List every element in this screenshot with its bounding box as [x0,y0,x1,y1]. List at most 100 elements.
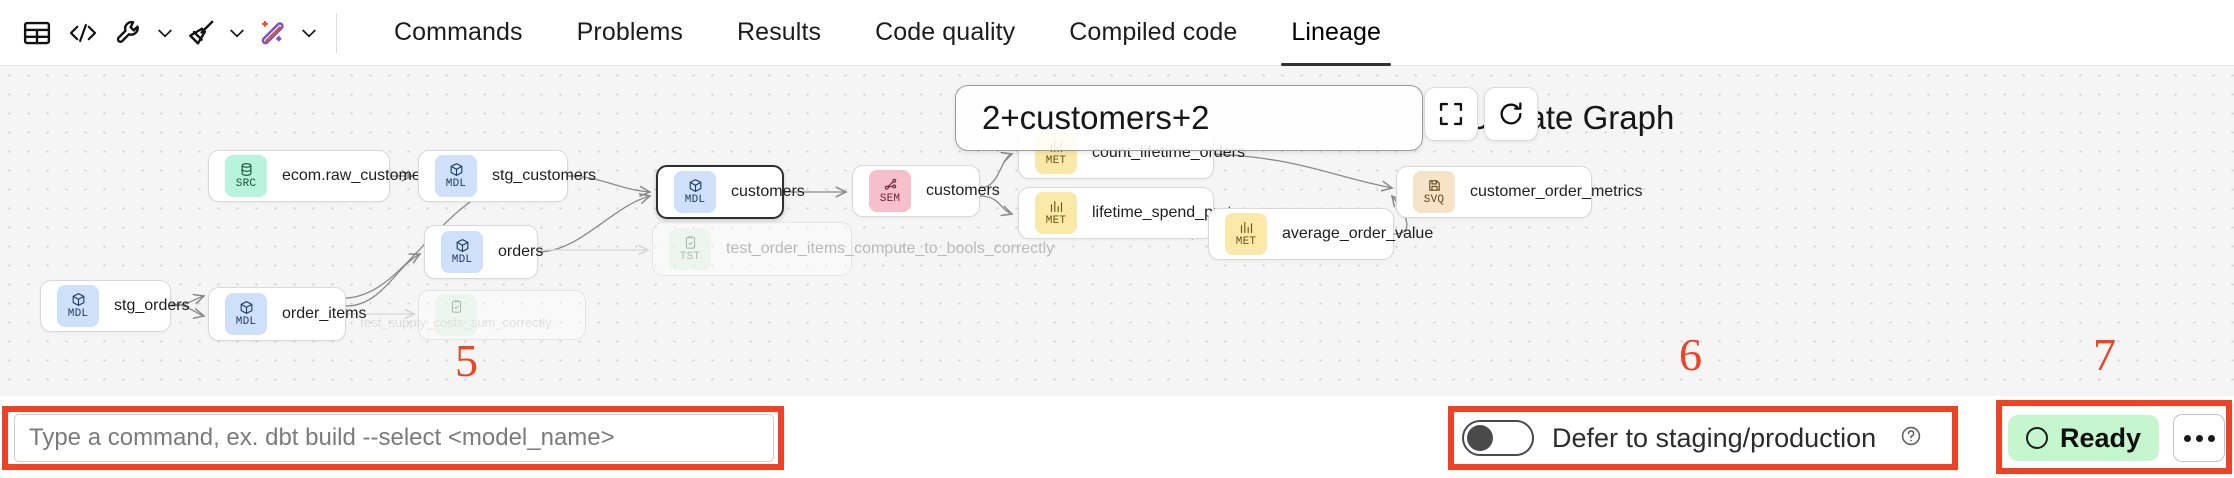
broom-icon[interactable] [178,10,224,56]
question-circle-icon[interactable] [1900,425,1922,452]
node-label: test_order_items_compute_to_bools_correc… [726,239,1055,257]
badge-label: SEM [879,193,901,205]
defer-control[interactable]: Defer to staging/production [1462,414,1922,462]
lineage-node-test-order-items-compute-to-bools-correctly[interactable]: TST test_order_items_compute_to_bools_co… [652,222,1054,276]
lineage-node-lifetime-spend-pretax[interactable]: MET lifetime_spend_pretax [1018,187,1249,239]
toolbar-icon-group [0,0,351,66]
refresh-button[interactable] [1484,87,1538,141]
tab-commands[interactable]: Commands [367,0,550,66]
defer-toggle[interactable] [1462,420,1534,456]
magic-wand-menu[interactable] [250,10,322,56]
lineage-node-order-items[interactable]: MDL order_items [208,287,366,341]
tab-label: Lineage [1291,18,1382,46]
tab-label: Commands [394,18,523,46]
node-label: order_items [282,304,367,322]
lineage-node-customer-order-metrics[interactable]: SVQ customer_order_metrics [1396,166,1643,218]
badge-label: MDL [451,254,473,266]
node-label: stg_customers [492,166,597,184]
tab-code-quality[interactable]: Code quality [848,0,1042,66]
graph-update-panel[interactable]: Update Graph [955,85,1674,151]
node-label: average_order_value [1282,224,1434,242]
tab-label: Code quality [875,18,1016,46]
lineage-node-orders[interactable]: MDL orders [424,225,543,279]
tab-bar: Commands Problems Results Code quality C… [367,0,1408,66]
badge-label: SVQ [1423,194,1445,206]
dot [2183,434,2191,442]
badge-label: MET [1045,155,1067,167]
lineage-node-stg-customers[interactable]: MDL stg_customers [418,150,596,202]
node-label: customer_order_metrics [1470,182,1643,200]
status-area: Ready [2008,412,2226,464]
node-label: ecom.raw_customers [282,166,435,184]
lineage-node-test-supply-costs-sum-correctly[interactable]: test_supply_costs_sum_correctly [360,290,586,340]
code-icon[interactable] [60,10,106,56]
tab-label: Compiled code [1069,18,1238,46]
annotation-number-6: 6 [1679,329,1702,380]
badge-mdl: MDL [57,285,99,327]
badge-mdl: MDL [441,231,483,273]
badge-label: TST [679,251,701,263]
semantic-graph-icon [883,177,898,192]
node-label: customers [731,182,805,200]
chevron-down-icon-wrench[interactable] [152,10,178,56]
wrench-icon[interactable] [106,10,152,56]
badge-met: MET [1225,213,1267,255]
annotation-number-5: 5 [455,335,478,386]
saved-query-icon [1427,178,1442,193]
chevron-down-icon-broom[interactable] [224,10,250,56]
dot [2195,434,2203,442]
tab-label: Results [737,18,822,46]
node-label: test_supply_costs_sum_correctly [360,314,552,330]
tab-problems[interactable]: Problems [550,0,710,66]
fullscreen-button[interactable] [1424,87,1478,141]
tab-lineage[interactable]: Lineage [1264,0,1408,66]
badge-tst: TST [669,228,711,270]
dot [2207,434,2215,442]
status-label: Ready [2060,422,2142,453]
bar-chart-icon [1049,199,1064,214]
lineage-node-ecom-raw-customers[interactable]: SRC ecom.raw_customers [208,150,434,202]
badge-sem: SEM [869,170,911,212]
node-label: customers [926,181,1000,199]
badge-src: SRC [225,155,267,197]
lineage-node-customers-model[interactable]: MDL customers [656,165,805,219]
annotation-number-7: 7 [2093,329,2116,380]
lineage-node-customers-semantic[interactable]: SEM customers [852,165,1000,217]
bar-chart-icon [1239,220,1254,235]
badge-label: MDL [235,316,257,328]
badge-svq: SVQ [1413,171,1455,213]
badge-mdl: MDL [225,293,267,335]
lineage-node-average-order-value[interactable]: MET average_order_value [1208,208,1433,260]
cube-icon [455,238,470,253]
test-clipboard-icon [683,235,698,250]
badge-label: MET [1045,215,1067,227]
tab-compiled-code[interactable]: Compiled code [1042,0,1264,66]
status-badge[interactable]: Ready [2008,415,2160,461]
badge-label: MDL [684,194,706,206]
badge-label: MDL [67,308,89,320]
badge-mdl: MDL [674,171,716,213]
chevron-down-icon-wand[interactable] [296,10,322,56]
badge-met: MET [1035,192,1077,234]
database-icon [239,162,254,177]
cube-icon [239,300,254,315]
badge-label: MDL [445,178,467,190]
toolbar-divider [336,12,337,53]
tab-results[interactable]: Results [710,0,848,66]
wrench-menu[interactable] [106,10,178,56]
magic-wand-icon[interactable] [250,10,296,56]
table-icon[interactable] [14,10,60,56]
cube-icon [688,178,703,193]
broom-menu[interactable] [178,10,250,56]
lineage-node-stg-orders[interactable]: MDL stg_orders [40,280,190,332]
status-circle-icon [2026,427,2048,449]
node-label: orders [498,242,544,260]
test-clipboard-icon [449,299,464,314]
more-options-button[interactable] [2173,414,2226,462]
lineage-canvas[interactable]: SRC ecom.raw_customers MDL stg_customers… [0,66,2234,396]
command-input[interactable] [14,414,774,462]
badge-label: SRC [235,178,257,190]
badge-label: MET [1235,236,1257,248]
graph-query-input[interactable] [956,86,1433,150]
